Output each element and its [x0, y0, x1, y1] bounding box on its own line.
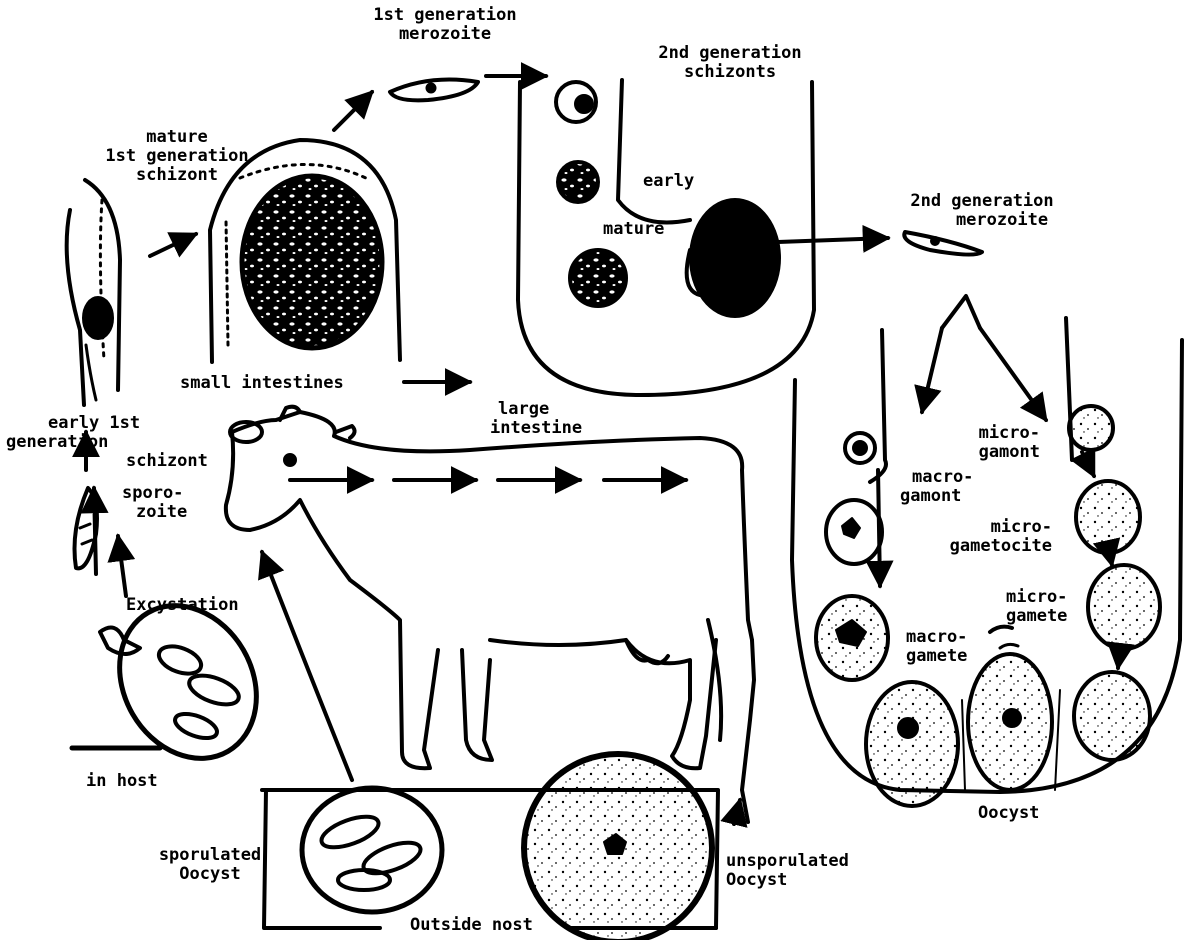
label-macrogamont: macro- gamont [900, 468, 973, 506]
label-mature-schizont-line2: 1st generation [92, 147, 262, 166]
label-gen2-merozoite-line1: 2nd generation [892, 192, 1072, 211]
label-microgamont-line1: micro- [950, 424, 1040, 443]
second-generation-schizonts-crypt [518, 80, 814, 395]
label-gen2-schizonts-line2: schizonts [640, 63, 820, 82]
cow-illustration [226, 407, 754, 822]
outside-host-box [262, 754, 718, 940]
label-large-intestine-line2: intestine [490, 419, 582, 438]
label-macrogamete-line2: gamete [906, 647, 967, 666]
label-gen2-merozoite: 2nd generation merozoite [892, 192, 1072, 230]
label-unsporulated-oocyst: unsporulated Oocyst [726, 852, 849, 890]
label-outside-host: Outside nost [410, 916, 533, 935]
label-oocyst: Oocyst [978, 804, 1039, 823]
label-large-intestine-line1: large [490, 400, 582, 419]
label-sporozoite-line1: sporo- [122, 484, 187, 503]
label-early-schizont: early 1st generation schizont [6, 414, 208, 471]
label-microgamete: micro- gamete [1006, 588, 1067, 626]
label-gen2-schizonts-line1: 2nd generation [640, 44, 820, 63]
label-gen2-merozoite-line2: merozoite [892, 211, 1072, 230]
label-early-schizont-line2: generation [6, 433, 208, 452]
second-generation-merozoite [904, 232, 982, 255]
label-mature: mature [603, 220, 664, 239]
label-large-intestine: large intestine [490, 400, 582, 438]
label-gen1-merozoite-line1: 1st generation [370, 6, 520, 25]
label-microgamont-line2: gamont [950, 443, 1040, 462]
label-macrogamont-line1: macro- [900, 468, 973, 487]
label-sporulated-oocyst: sporulated Oocyst [146, 846, 274, 884]
label-microgamete-line2: gamete [1006, 607, 1067, 626]
label-microgamete-line1: micro- [1006, 588, 1067, 607]
label-mature-schizont-line3: schizont [92, 166, 262, 185]
label-early: early [643, 172, 694, 191]
label-early-schizont-line1: early 1st [6, 414, 208, 433]
label-unsporulated-oocyst-line1: unsporulated [726, 852, 849, 871]
label-small-intestines: small intestines [180, 374, 344, 393]
label-sporozoite: sporo- zoite [122, 484, 187, 522]
label-microgametocite: micro- gametocite [920, 518, 1052, 556]
label-macrogamete: macro- gamete [906, 628, 967, 666]
label-excystation: Excystation [126, 596, 239, 615]
label-unsporulated-oocyst-line2: Oocyst [726, 871, 849, 890]
label-mature-schizont: mature 1st generation schizont [92, 128, 262, 185]
label-mature-schizont-line1: mature [92, 128, 262, 147]
early-schizont-villus [67, 180, 120, 405]
label-gen1-merozoite-line2: merozoite [370, 25, 520, 44]
label-microgametocite-line2: gametocite [920, 537, 1052, 556]
label-macrogamont-line2: gamont [900, 487, 973, 506]
label-sporulated-oocyst-line2: Oocyst [146, 865, 274, 884]
label-sporozoite-line2: zoite [122, 503, 187, 522]
label-microgametocite-line1: micro- [920, 518, 1052, 537]
label-gen2-schizonts: 2nd generation schizonts [640, 44, 820, 82]
label-in-host: in host [86, 772, 158, 791]
gamogony-crypt [792, 318, 1182, 806]
label-microgamont: micro- gamont [950, 424, 1040, 462]
first-generation-merozoite [390, 80, 478, 101]
label-sporulated-oocyst-line1: sporulated [146, 846, 274, 865]
label-early-schizont-line3: schizont [6, 452, 208, 471]
label-gen1-merozoite: 1st generation merozoite [370, 6, 520, 44]
label-macrogamete-line1: macro- [906, 628, 967, 647]
